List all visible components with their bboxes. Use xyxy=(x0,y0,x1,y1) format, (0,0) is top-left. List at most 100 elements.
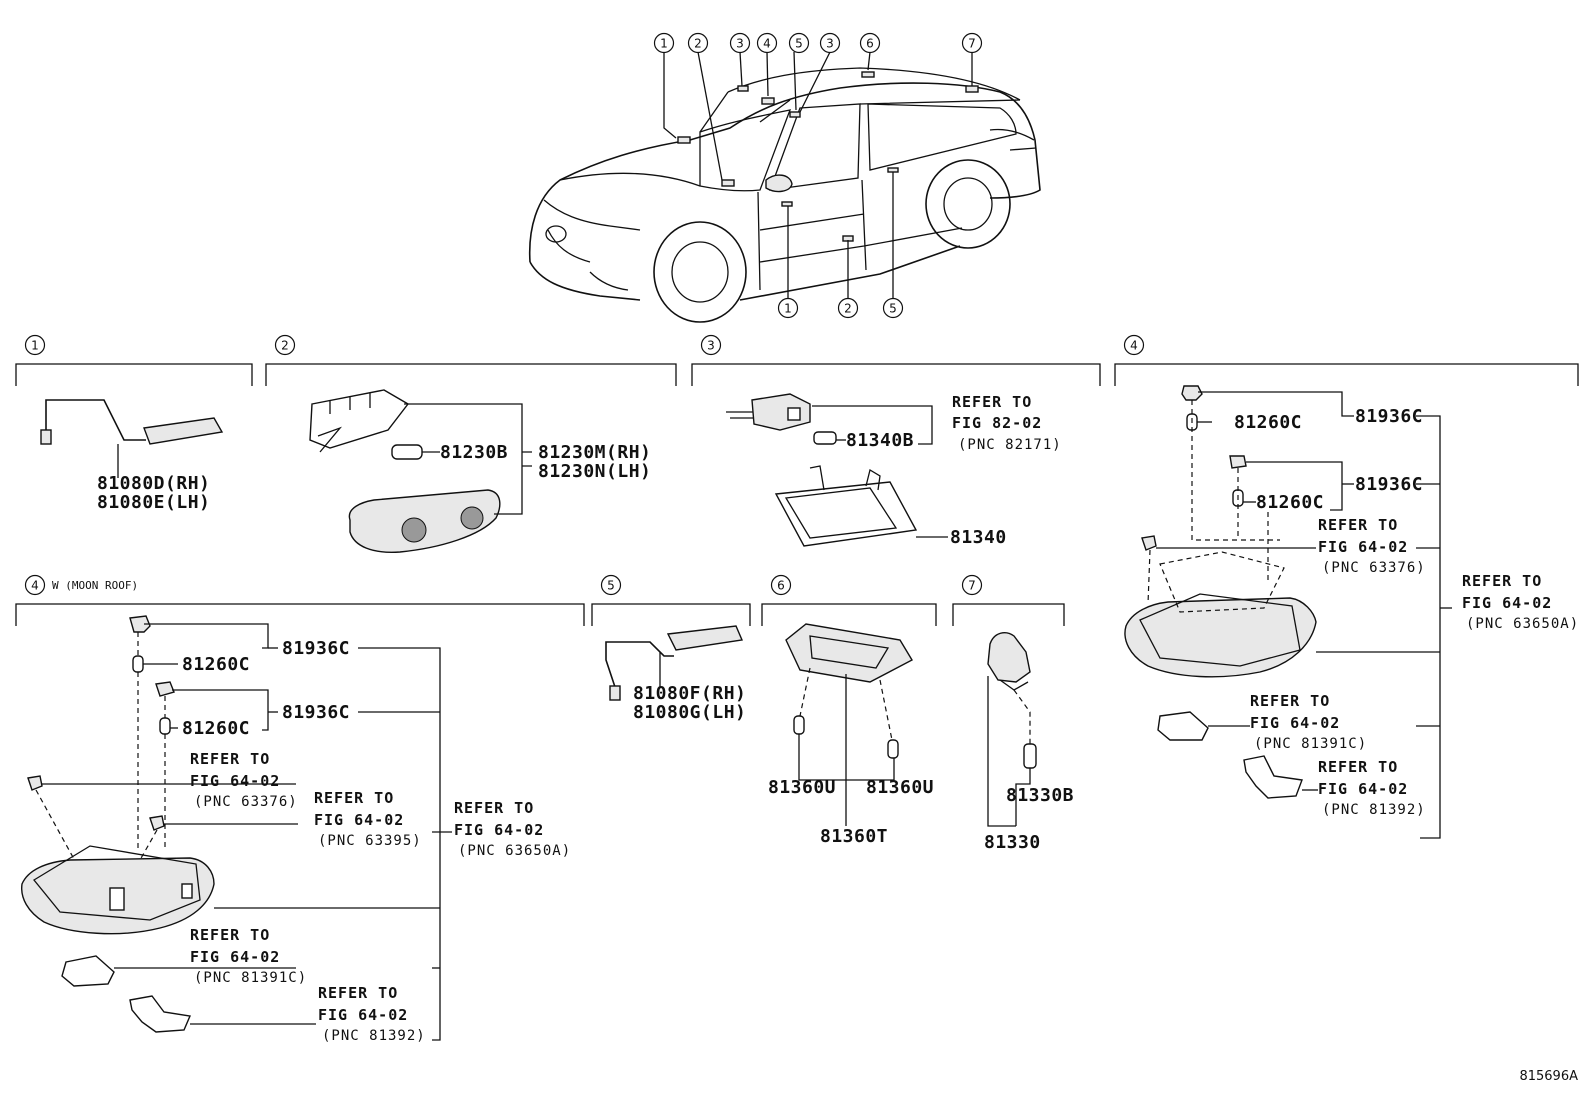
refer-pnc-63395: (PNC 63395) xyxy=(318,833,422,849)
part-number-81080f: 81080F(RH) xyxy=(633,683,746,704)
courtesy-lamp-wire-icon xyxy=(40,399,224,445)
bulb-icon xyxy=(1023,743,1037,769)
refer-fig-64-02: FIG 64-02 xyxy=(1318,538,1408,556)
figure-code: 815696A xyxy=(1519,1069,1578,1084)
callout-marker: 1 xyxy=(777,297,799,319)
refer-label: REFER TO xyxy=(190,926,270,944)
refer-label: REFER TO xyxy=(1318,758,1398,776)
section-4w-caption: W (MOON ROOF) xyxy=(52,579,138,592)
section-7-bracket xyxy=(952,603,1065,626)
part-number-81936c: 81936C xyxy=(1355,406,1423,427)
part-number-81260c: 81260C xyxy=(1256,492,1324,513)
callout-number: 7 xyxy=(968,37,976,51)
part-number-81080g: 81080G(LH) xyxy=(633,702,746,723)
callout-marker: 5 xyxy=(788,32,810,54)
courtesy-lamp-wire-icon xyxy=(605,625,744,701)
section-1: 1 81080D(RH) 81080E(LH) xyxy=(15,334,253,513)
refer-fig-82-02: FIG 82-02 xyxy=(952,414,1042,432)
callout-marker: 3 xyxy=(819,32,841,54)
vanity-lamp-housing-icon xyxy=(309,389,410,453)
section-3-bracket xyxy=(691,363,1101,386)
clip-icon xyxy=(149,815,165,831)
part-number-81360t: 81360T xyxy=(820,826,888,847)
bulb-icon xyxy=(887,739,899,759)
refer-label: REFER TO xyxy=(318,984,398,1002)
section-7-index: 7 xyxy=(968,579,976,593)
section-2: 2 81230B 81230M(RH) 81230N(LH) xyxy=(265,334,677,553)
callout-number: 1 xyxy=(660,37,668,51)
section-3: 3 81340B 81340 REFER TO FIG 82-02 (PNC 8… xyxy=(691,334,1101,548)
section-4-index: 4 xyxy=(1130,339,1138,353)
bulb-icon xyxy=(132,655,144,673)
part-number-81936c: 81936C xyxy=(282,702,350,723)
part-number-81936c: 81936C xyxy=(282,638,350,659)
dome-lamp-housing-icon xyxy=(1124,551,1317,678)
section-3-index: 3 xyxy=(707,339,715,353)
part-number-81230m: 81230M(RH) xyxy=(538,442,651,463)
section-7: 7 81330B 81330 xyxy=(952,574,1074,853)
section-4-moon-roof: 4 W (MOON ROOF) 81260C 81 xyxy=(15,574,585,1044)
part-number-81260c: 81260C xyxy=(1234,412,1302,433)
part-number-81230b: 81230B xyxy=(440,442,508,463)
bulb-icon xyxy=(159,717,171,735)
part-number-81260c: 81260C xyxy=(182,718,250,739)
refer-pnc-81391c: (PNC 81391C) xyxy=(194,970,307,986)
clip-icon xyxy=(129,615,151,633)
refer-fig-64-02: FIG 64-02 xyxy=(1462,594,1552,612)
callout-number: 1 xyxy=(784,302,792,316)
part-number-81360u: 81360U xyxy=(866,777,934,798)
refer-label: REFER TO xyxy=(1318,516,1398,534)
section-6-bracket xyxy=(761,603,937,626)
refer-pnc-63650a: (PNC 63650A) xyxy=(1466,616,1579,632)
callout-marker: 4 xyxy=(756,32,778,54)
section-2-bracket xyxy=(265,363,677,386)
callout-number: 4 xyxy=(763,37,771,51)
callout-number: 3 xyxy=(826,37,834,51)
refer-fig-64-02: FIG 64-02 xyxy=(1318,780,1408,798)
refer-fig-64-02: FIG 64-02 xyxy=(318,1006,408,1024)
section-5: 5 81080F(RH) 81080G(LH) xyxy=(591,574,751,723)
refer-pnc-63650a: (PNC 63650A) xyxy=(458,843,571,859)
refer-label: REFER TO xyxy=(314,789,394,807)
refer-label: REFER TO xyxy=(1250,692,1330,710)
part-number-81330b: 81330B xyxy=(1006,785,1074,806)
clip-icon xyxy=(1229,455,1247,469)
callout-marker: 3 xyxy=(729,32,751,54)
refer-pnc-63376: (PNC 63376) xyxy=(1322,560,1426,576)
section-4: 4 81260C 81936C 81260C 81936C REFER TO xyxy=(1114,334,1579,839)
callout-number: 5 xyxy=(889,302,897,316)
refer-label: REFER TO xyxy=(190,750,270,768)
refer-label: REFER TO xyxy=(454,799,534,817)
refer-pnc-81392: (PNC 81392) xyxy=(1322,802,1426,818)
part-number-81360u: 81360U xyxy=(768,777,836,798)
section-6-index: 6 xyxy=(777,579,785,593)
part-number-81936c: 81936C xyxy=(1355,474,1423,495)
section-4-bracket xyxy=(1114,363,1579,386)
callout-number: 3 xyxy=(736,37,744,51)
part-number-81330: 81330 xyxy=(984,832,1041,853)
refer-pnc-63376: (PNC 63376) xyxy=(194,794,298,810)
callout-marker: 2 xyxy=(687,32,709,54)
part-number-81260c: 81260C xyxy=(182,654,250,675)
refer-fig-64-02: FIG 64-02 xyxy=(1250,714,1340,732)
refer-label: REFER TO xyxy=(1462,572,1542,590)
callout-number: 5 xyxy=(795,37,803,51)
callout-marker: 1 xyxy=(653,32,675,54)
part-number-81230n: 81230N(LH) xyxy=(538,461,651,482)
lamp-socket-icon xyxy=(726,393,811,431)
callout-number: 2 xyxy=(844,302,852,316)
part-number-81340b: 81340B xyxy=(846,430,914,451)
bulb-icon xyxy=(793,715,805,735)
section-1-bracket xyxy=(15,363,253,386)
refer-pnc-81392: (PNC 81392) xyxy=(322,1028,426,1044)
clip-icon xyxy=(1141,535,1157,551)
refer-pnc-82171: (PNC 82171) xyxy=(958,437,1062,453)
lens-gasket-icon xyxy=(61,955,115,987)
section-1-index: 1 xyxy=(31,339,39,353)
section-4w-bracket xyxy=(15,603,585,626)
lens-cover-icon xyxy=(129,995,191,1033)
vanity-lamp-lens-icon xyxy=(348,489,501,553)
part-number-81080e: 81080E(LH) xyxy=(97,492,210,513)
